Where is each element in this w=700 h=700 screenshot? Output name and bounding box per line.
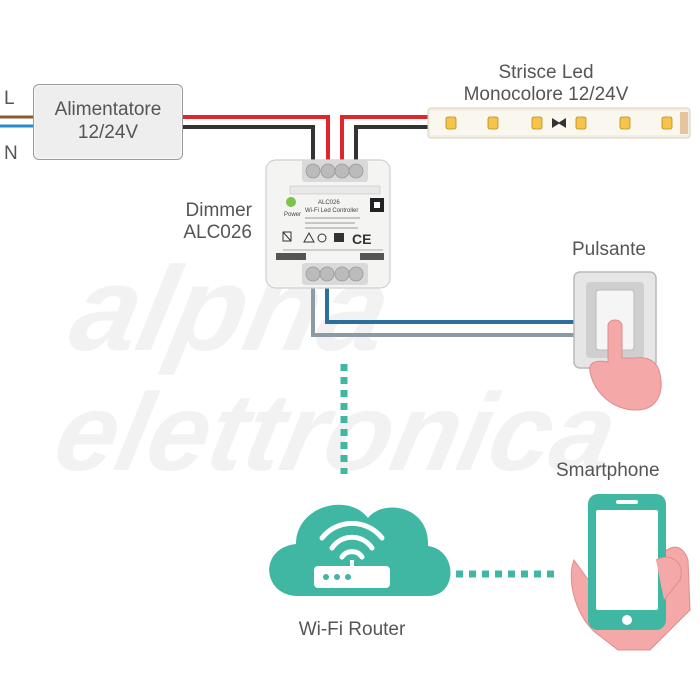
cut-mark-icon: [552, 118, 566, 128]
device-spec-lines: [305, 217, 360, 229]
button-wires: [311, 285, 580, 337]
dc-wires: [181, 115, 430, 165]
device-power-label: Power: [284, 212, 301, 218]
certification-marks-icon: CE: [282, 231, 371, 247]
dimmer-label: Dimmer ALC026: [168, 200, 252, 244]
line-l-label: L: [4, 88, 15, 109]
push-button-label: Pulsante: [572, 239, 646, 260]
led-strip-label: Strisce Led Monocolore 12/24V: [440, 62, 652, 106]
dimmer-label-line1: Dimmer: [185, 200, 253, 221]
led-chip-3: [531, 116, 543, 130]
router-label: Wi-Fi Router: [298, 619, 406, 640]
power-supply-label-line1: Alimentatore: [54, 99, 162, 120]
mains-wires: [0, 115, 34, 128]
power-supply-label-line2: 12/24V: [77, 121, 139, 143]
led-strip-label-line2: Monocolore 12/24V: [463, 83, 629, 105]
led-strip-label-line1: Strisce Led: [498, 62, 594, 83]
led-chip-1: [445, 116, 457, 130]
device-model: ALC026: [318, 200, 340, 206]
terminals-top: [302, 160, 368, 182]
power-supply-box: Alimentatore 12/24V: [33, 84, 183, 160]
led-chip-2: [487, 116, 499, 130]
dimmer-label-line2: ALC026: [183, 221, 252, 243]
terminals-bottom: [302, 263, 368, 285]
wifi-router-icon: [314, 520, 390, 588]
led-chip-5: [619, 116, 631, 130]
smartphone-label: Smartphone: [556, 460, 660, 481]
device-subtitle: Wi-Fi Led Controller: [305, 208, 358, 214]
dimmer-device: Power ALC026 Wi-Fi Led Controller CE: [265, 159, 391, 289]
push-button: [573, 271, 662, 411]
svg-text:CE: CE: [352, 231, 371, 247]
router-cloud: [269, 504, 451, 596]
watermark-line2: elettronica: [45, 370, 627, 494]
smartphone: [570, 494, 691, 651]
line-n-label: N: [4, 143, 18, 164]
power-led-icon: [286, 197, 296, 207]
led-strip: [427, 107, 691, 139]
led-chip-4: [575, 116, 587, 130]
finger-hand-icon: [589, 319, 662, 411]
led-chip-6: [661, 116, 673, 130]
